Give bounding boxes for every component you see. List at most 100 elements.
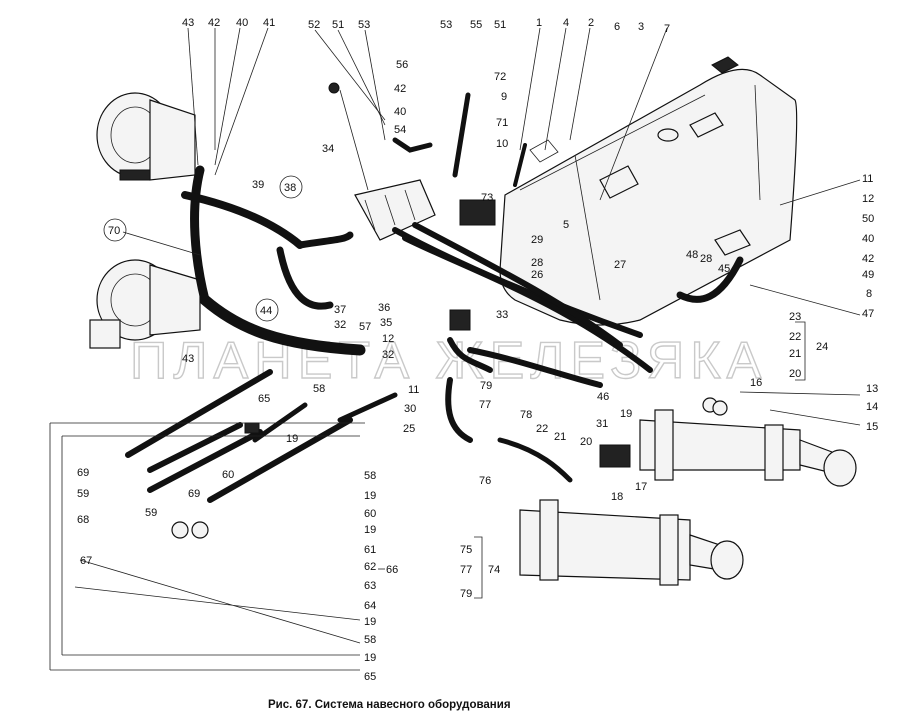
callout: 20 [789, 368, 801, 380]
callout: 79 [460, 588, 472, 600]
callout: 70 [108, 225, 120, 237]
callout: 44 [260, 305, 272, 317]
callout: 68 [77, 514, 89, 526]
callout: 34 [322, 143, 334, 155]
callout: 66 [386, 564, 398, 576]
callout: 21 [554, 431, 566, 443]
callout: 8 [866, 288, 872, 300]
callout: 74 [488, 564, 500, 576]
callout: 41 [263, 17, 275, 29]
callout: 14 [866, 401, 878, 413]
callout: 42 [862, 253, 874, 265]
callout: 60 [364, 508, 376, 520]
callout: 49 [862, 269, 874, 281]
callout: 17 [635, 481, 647, 493]
callout: 31 [596, 418, 608, 430]
callout: 53 [440, 19, 452, 31]
callout: 40 [394, 106, 406, 118]
fittings [171, 199, 728, 539]
callout: 33 [496, 309, 508, 321]
callout: 23 [789, 311, 801, 323]
callout: 22 [536, 423, 548, 435]
callout: 11 [408, 384, 419, 396]
callout: 50 [862, 213, 874, 225]
callout: 54 [394, 124, 406, 136]
callout: 60 [222, 469, 234, 481]
callout: 42 [394, 83, 406, 95]
callout: 19 [364, 652, 376, 664]
callout: 45 [718, 263, 730, 275]
callout: 53 [358, 19, 370, 31]
callout: 40 [236, 17, 248, 29]
callout: 4 [563, 17, 569, 29]
pump-upper [96, 92, 196, 181]
callout: 59 [145, 507, 157, 519]
callout: 19 [286, 433, 298, 445]
callout: 30 [404, 403, 416, 415]
callout: 38 [284, 182, 296, 194]
callout: 75 [460, 544, 472, 556]
callout: 48 [686, 249, 698, 261]
callout: 2 [588, 17, 594, 29]
callout: 58 [313, 383, 325, 395]
callout: 36 [378, 302, 390, 314]
callout: 24 [816, 341, 828, 353]
callout: 79 [480, 380, 492, 392]
callout: 28 [531, 257, 543, 269]
callout: 13 [866, 383, 878, 395]
callout: 3 [638, 21, 644, 33]
callout: 55 [470, 19, 482, 31]
callout: 9 [501, 91, 507, 103]
figure-caption: Рис. 67. Система навесного оборудования [268, 699, 511, 711]
callout: 16 [750, 377, 762, 389]
callout: 77 [479, 399, 491, 411]
callout: 78 [520, 409, 532, 421]
callout: 43 [182, 17, 194, 29]
callout: 10 [496, 138, 508, 150]
callout: 37 [334, 304, 346, 316]
callout: 77 [460, 564, 472, 576]
callout: 69 [188, 488, 200, 500]
callout: 59 [77, 488, 89, 500]
callout: 27 [614, 259, 626, 271]
callout: 7 [664, 23, 670, 35]
callout: 19 [364, 490, 376, 502]
callout: 58 [364, 470, 376, 482]
callout: 69 [77, 467, 89, 479]
hoses [181, 92, 744, 483]
callout: 20 [580, 436, 592, 448]
spare-hoses [125, 369, 398, 503]
callout: 1 [536, 17, 542, 29]
callout: 56 [396, 59, 408, 71]
callout: 72 [494, 71, 506, 83]
callout: 32 [334, 319, 346, 331]
callout: 46 [597, 391, 609, 403]
group-brackets [49, 321, 806, 671]
callout: 6 [614, 21, 620, 33]
pump-lower [89, 259, 201, 349]
callout: 11 [862, 173, 873, 185]
callout: 35 [380, 317, 392, 329]
callout: 12 [382, 333, 394, 345]
leader-lines [122, 27, 861, 426]
callout: 47 [862, 308, 874, 320]
callout: 29 [531, 234, 543, 246]
callout: 73 [481, 192, 493, 204]
distributor-block [328, 82, 436, 241]
callout: 52 [308, 19, 320, 31]
cylinder-right [639, 409, 857, 487]
callout: 51 [332, 19, 344, 31]
callout: 22 [789, 331, 801, 343]
callout: 5 [563, 219, 569, 231]
callout: 18 [611, 491, 623, 503]
callout: 12 [862, 193, 874, 205]
callout: 19 [364, 524, 376, 536]
callout: 61 [364, 544, 376, 556]
callout: 19 [620, 408, 632, 420]
callout: 76 [479, 475, 491, 487]
callout: 64 [364, 600, 376, 612]
callout: 57 [359, 321, 371, 333]
callout: 25 [403, 423, 415, 435]
